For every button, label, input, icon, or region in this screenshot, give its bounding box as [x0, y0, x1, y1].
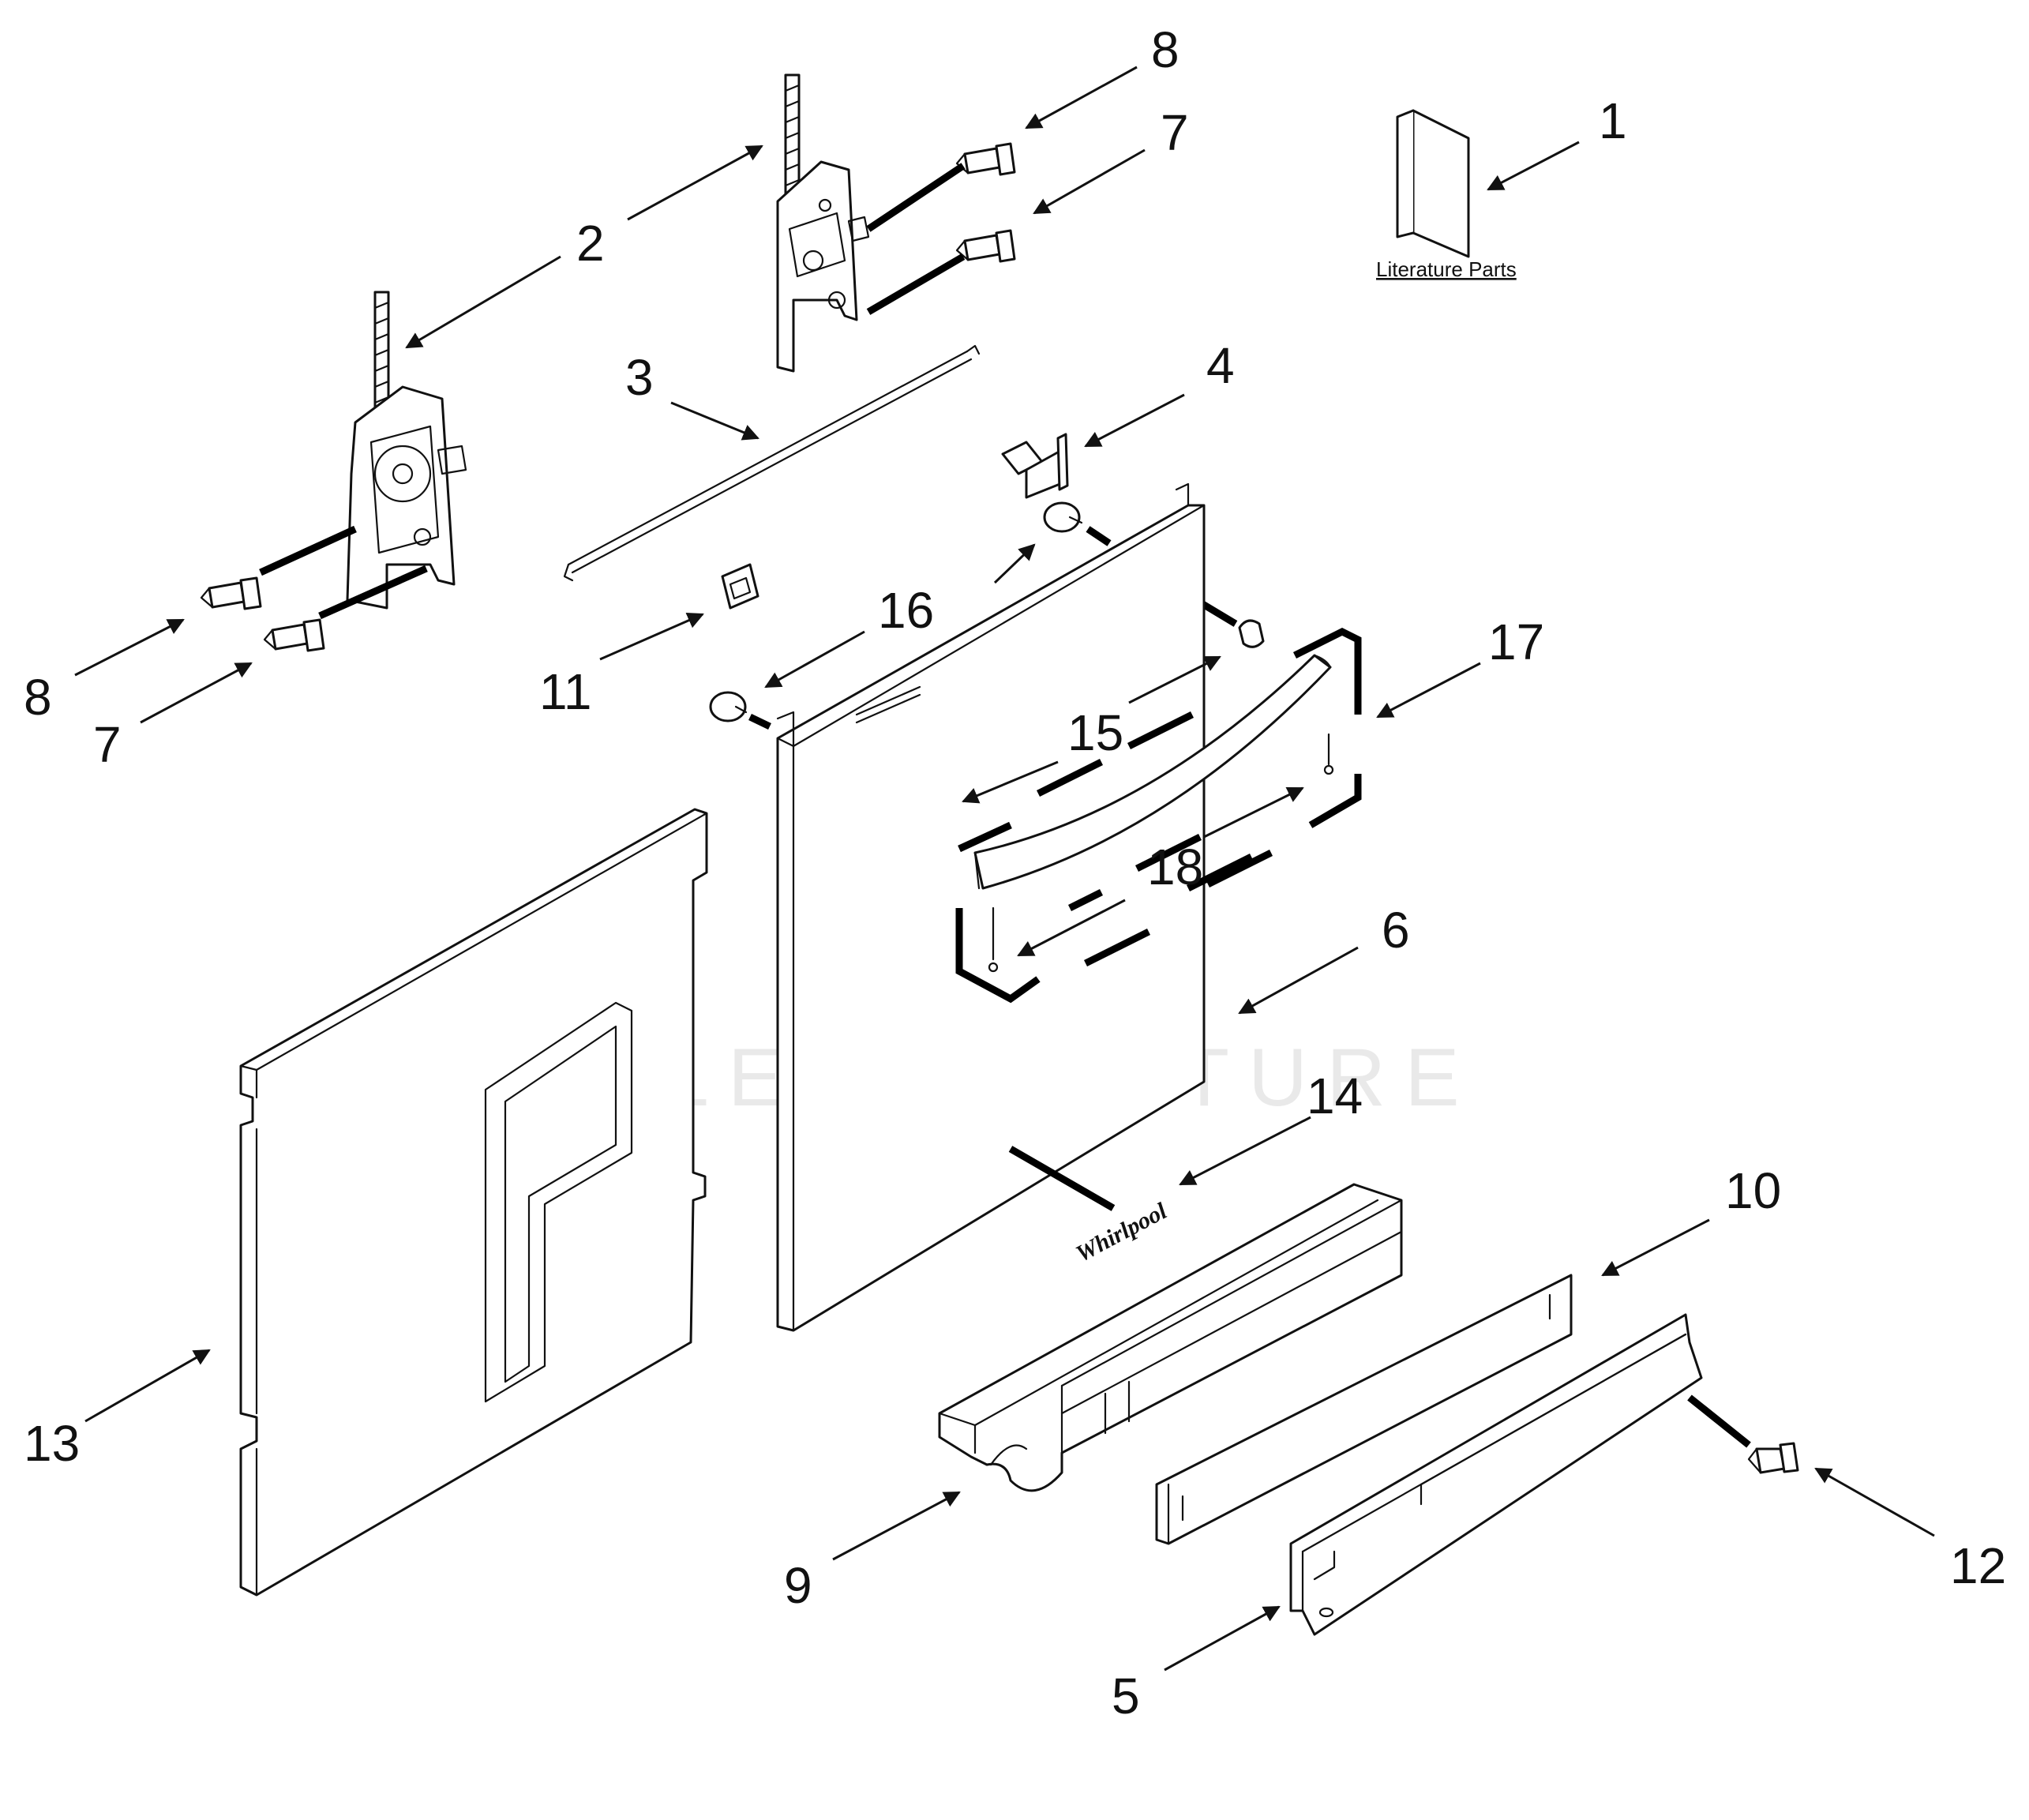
callout-4: 4 [1206, 337, 1235, 394]
door-rod[interactable] [563, 344, 981, 582]
screw-line-12 [1687, 1394, 1751, 1448]
hinge-screw-upper-8[interactable] [955, 142, 1016, 176]
callout-6: 6 [1382, 902, 1410, 959]
access-panel-strip[interactable] [1155, 1274, 1573, 1545]
callout-17: 17 [1488, 614, 1544, 670]
callout-18: 18 [1147, 839, 1203, 895]
callout-11: 11 [539, 663, 591, 720]
screw-line-upper-8 [866, 163, 966, 232]
literature-parts-booklet[interactable] [1396, 109, 1470, 258]
callout-14: 14 [1307, 1068, 1363, 1124]
door-clip[interactable] [721, 563, 759, 610]
handle-assembly-bracket [955, 627, 1362, 1004]
bumper-line-lower [748, 713, 771, 730]
callout-8-lower: 8 [24, 669, 52, 726]
callout-9: 9 [784, 1557, 812, 1614]
inner-door-panel[interactable] [239, 808, 708, 1597]
callout-13: 13 [24, 1415, 80, 1472]
badge-line [1008, 1146, 1116, 1211]
outer-door-panel[interactable] [776, 482, 1206, 1332]
callout-8-upper: 8 [1151, 21, 1180, 78]
callout-5: 5 [1112, 1668, 1140, 1724]
callout-7-lower: 7 [93, 716, 122, 773]
leader-arrows [74, 66, 1935, 1672]
hinge-screw-upper-7[interactable] [955, 229, 1016, 263]
callout-2: 2 [576, 215, 605, 272]
door-handle[interactable] [973, 654, 1334, 973]
callout-1: 1 [1599, 92, 1627, 149]
callout-12: 12 [1950, 1537, 2006, 1594]
kick-plate-bracket[interactable] [1289, 1313, 1703, 1636]
door-hinge-right[interactable] [776, 73, 870, 373]
door-latch[interactable] [1001, 433, 1069, 499]
handle-bushing-upper[interactable] [1238, 619, 1265, 648]
screw-line-lower-7 [318, 565, 428, 620]
callout-15: 15 [1067, 704, 1123, 761]
screw-line-upper-7 [866, 253, 966, 315]
bracket-screw[interactable] [1747, 1442, 1799, 1474]
literature-parts-label: Literature Parts [1376, 257, 1517, 281]
hinge-screw-lower-8[interactable] [200, 576, 262, 610]
door-bumper-upper[interactable] [1043, 501, 1083, 533]
brand-logo-badge: Whirlpool [1071, 1198, 1171, 1267]
door-bumper-lower[interactable] [709, 691, 748, 722]
callout-16: 16 [878, 582, 934, 639]
hinge-screw-lower-7[interactable] [263, 618, 325, 652]
callout-10: 10 [1725, 1162, 1781, 1219]
lower-door-trim[interactable] [938, 1183, 1403, 1492]
bumper-line-upper [1086, 526, 1112, 546]
screw-line-lower-8 [259, 525, 357, 576]
callout-3: 3 [625, 349, 654, 406]
callout-7-upper: 7 [1161, 104, 1189, 161]
door-hinge-left[interactable] [346, 291, 467, 610]
